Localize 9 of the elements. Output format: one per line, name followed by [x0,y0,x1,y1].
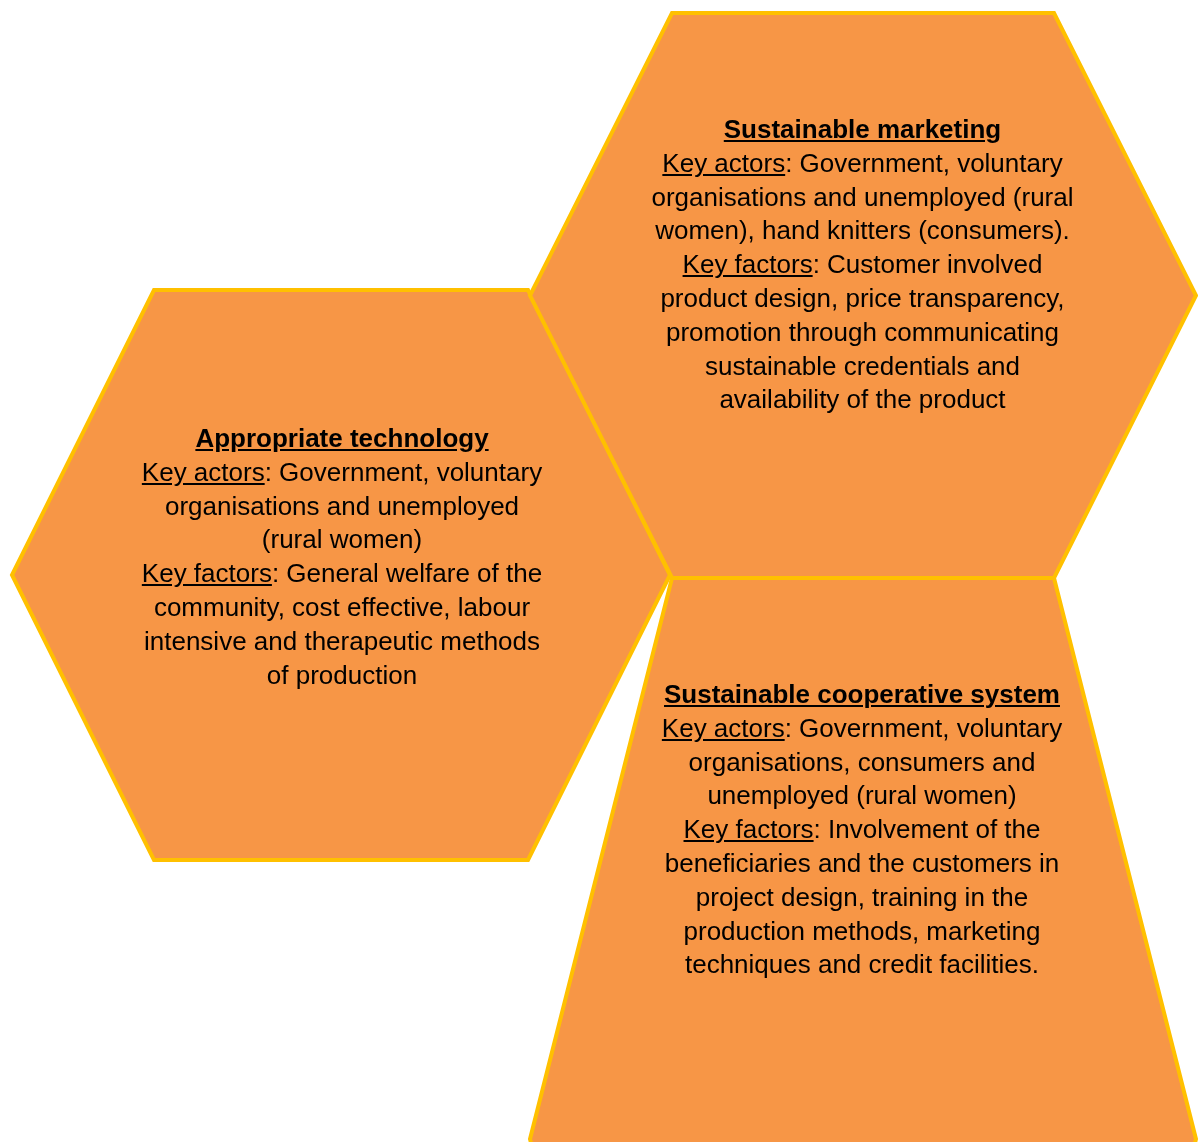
description-text: Key actors: Government, voluntary organisations, consumers and unemployed (rural women) [660,711,1064,813]
description-text: Key factors: General welfare of the community, cost effective, labour intensive and therapeutic methods of production [140,557,544,692]
section-heading: Sustainable cooperative system [663,678,1061,711]
section-heading: Sustainable marketing [722,113,1003,146]
description-text: Key factors: Involvement of the beneficiaries and the customers in project design, training in the production methods, marketing techniques and credit facilities. [663,813,1061,982]
section-heading: Appropriate technology [194,422,490,455]
description-text: Key factors: Customer involved product design, price transparency, promotion through communicating sustainable credentials and availability of the product [659,248,1066,417]
description-text: Key actors: Government, voluntary organisations and unemployed (rural women) [140,455,544,557]
description-text: Key actors: Government, voluntary organisations and unemployed (rural women), hand knitters (consumers). [650,146,1075,248]
